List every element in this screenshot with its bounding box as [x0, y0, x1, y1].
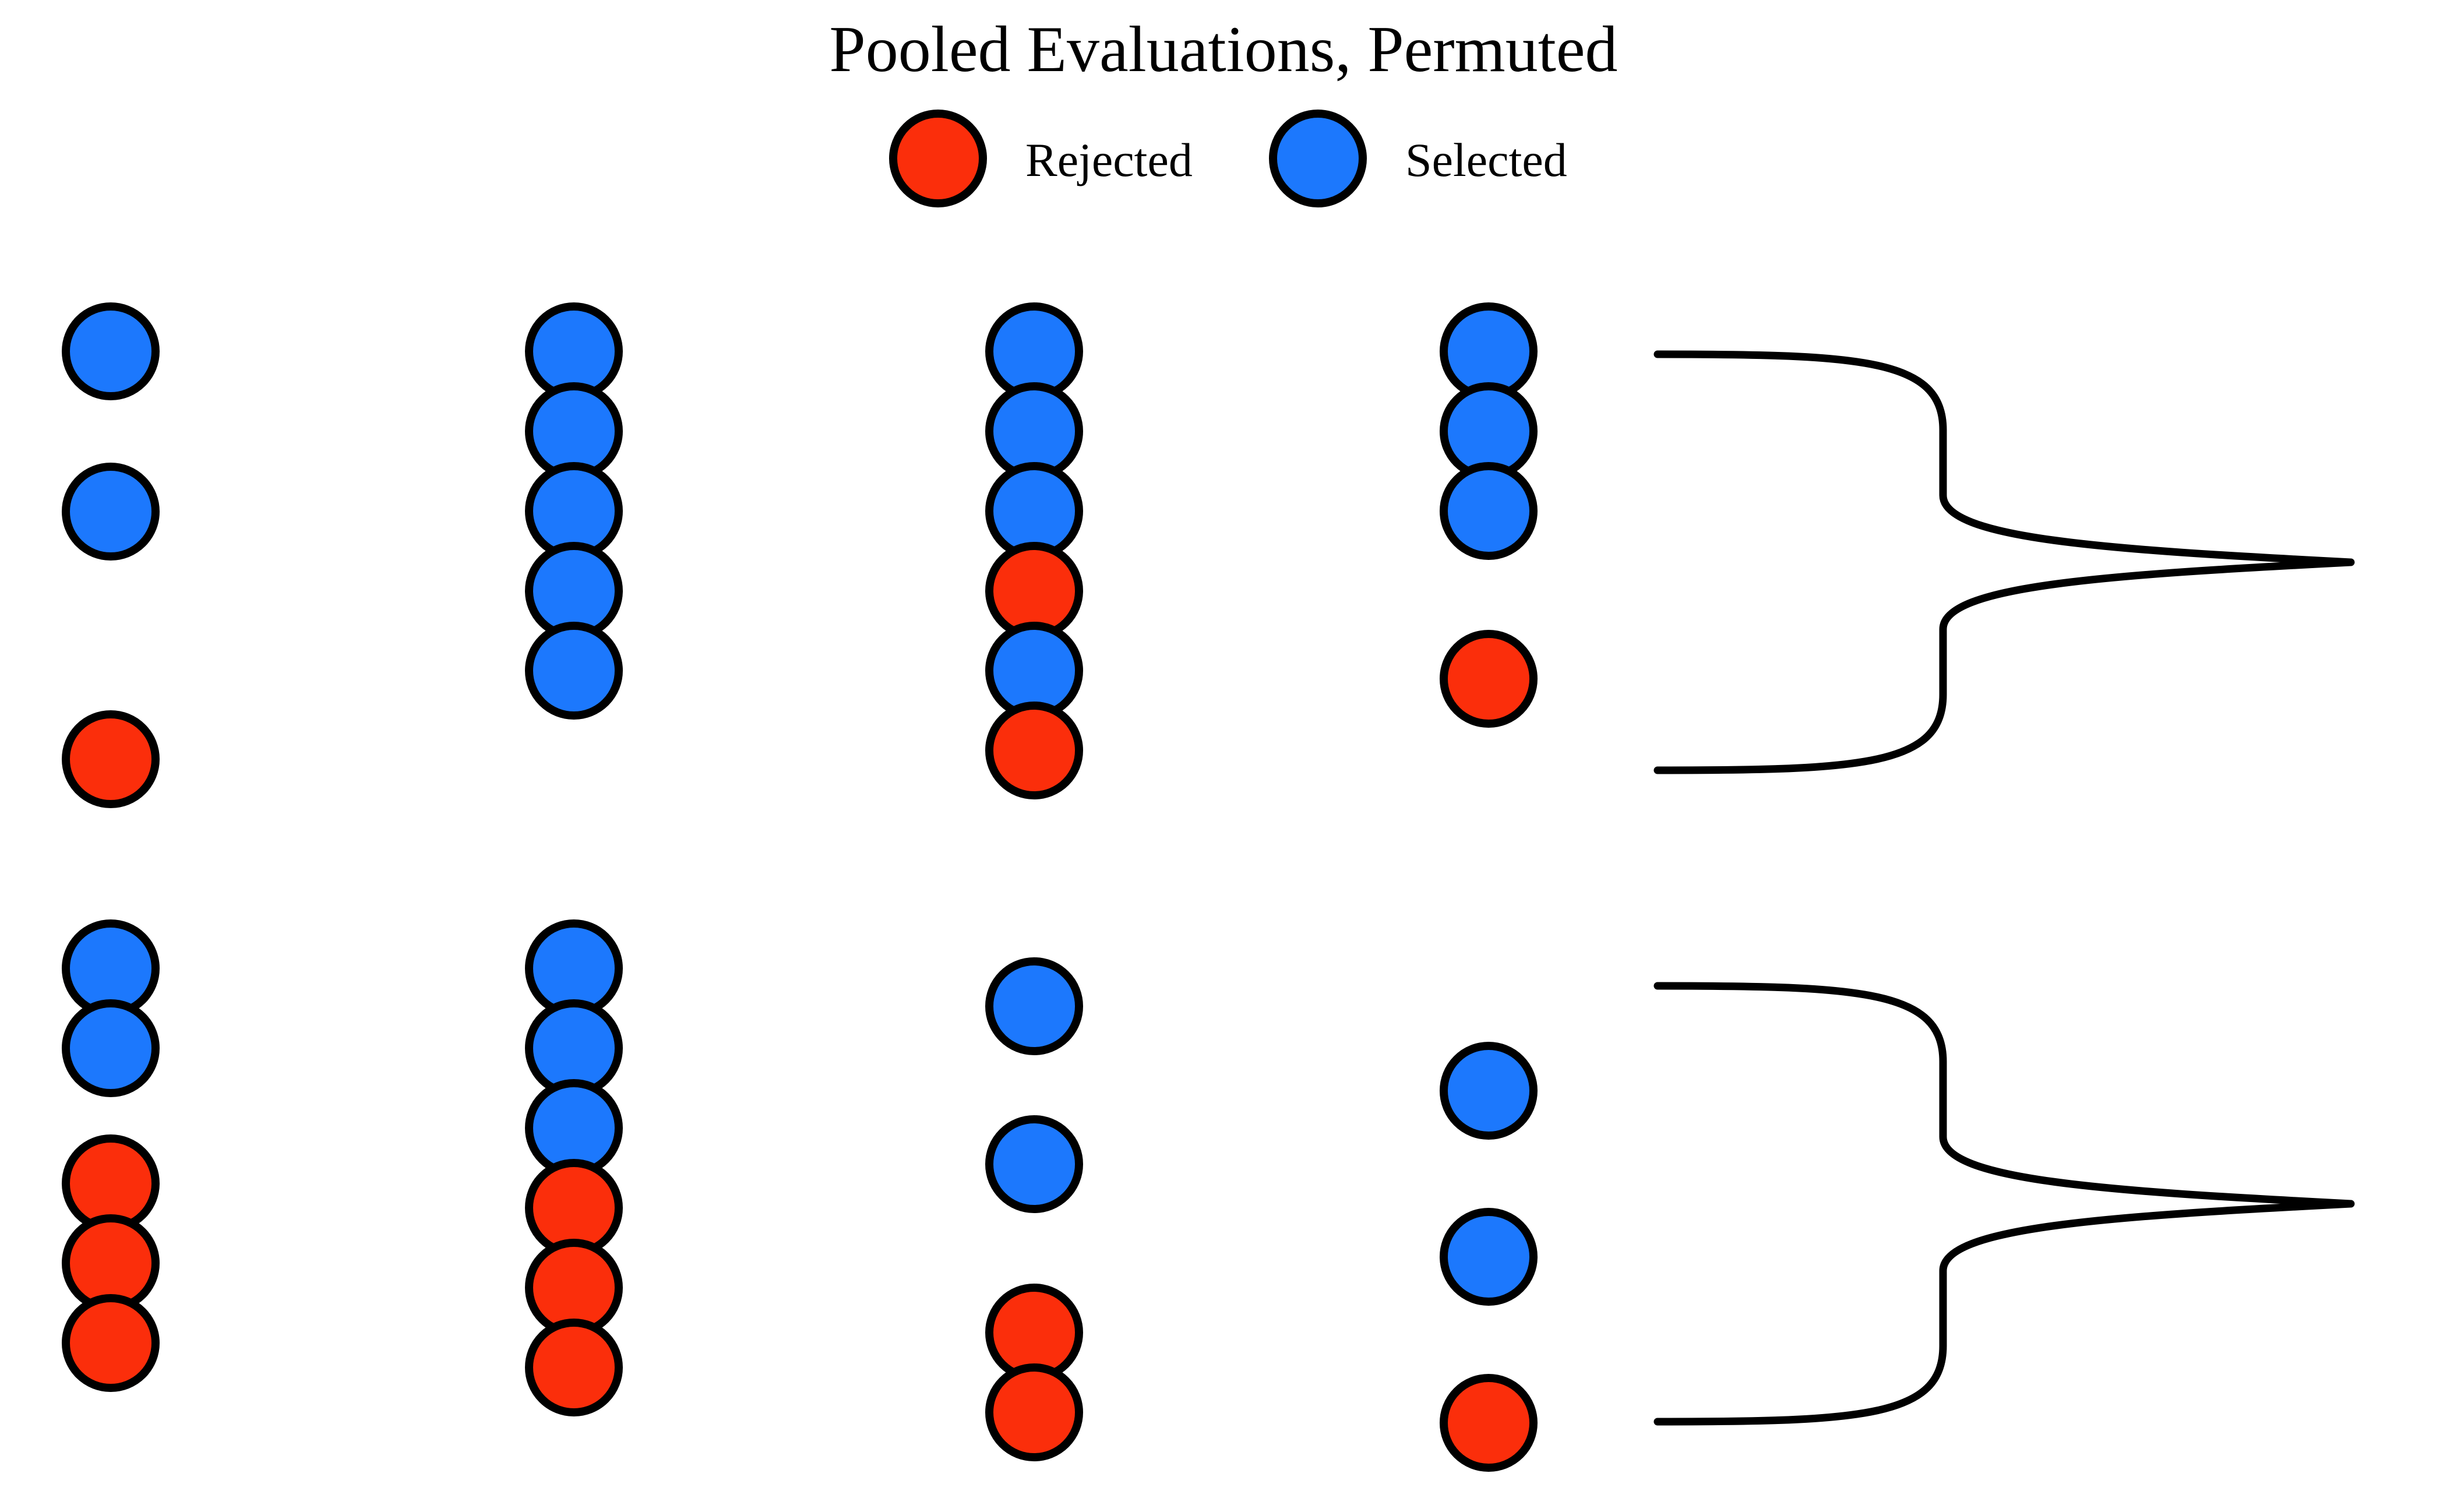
- grouping-brace: [1653, 982, 2355, 1426]
- token-circle-rejected[interactable]: [1440, 630, 1538, 728]
- token-circle-rejected[interactable]: [62, 710, 160, 808]
- token-circle-selected[interactable]: [62, 999, 160, 1097]
- legend-marker-selected: [1269, 110, 1367, 207]
- page-title: Pooled Evaluations, Permuted: [829, 13, 1617, 86]
- legend-marker-rejected: [889, 110, 987, 207]
- token-circle-selected[interactable]: [1440, 1042, 1538, 1140]
- grouping-brace: [1653, 350, 2355, 774]
- token-stack: [62, 302, 160, 808]
- token-stack: [985, 302, 1083, 799]
- token-circle-selected[interactable]: [985, 957, 1083, 1055]
- token-stack: [1440, 1042, 1538, 1472]
- token-circle-selected[interactable]: [1440, 1208, 1538, 1306]
- token-circle-rejected[interactable]: [985, 1363, 1083, 1461]
- token-circle-rejected[interactable]: [62, 1294, 160, 1392]
- plot-area: [62, 302, 2355, 1472]
- legend-label-rejected: Rejected: [1025, 133, 1193, 186]
- legend: Rejected Selected: [889, 110, 1567, 207]
- token-circle-selected[interactable]: [1440, 462, 1538, 560]
- group-top: [62, 302, 2355, 808]
- group-bottom: [62, 919, 2355, 1472]
- token-circle-selected[interactable]: [985, 1115, 1083, 1213]
- token-circle-rejected[interactable]: [985, 702, 1083, 799]
- token-stack: [62, 919, 160, 1392]
- token-circle-selected[interactable]: [62, 463, 160, 561]
- token-stack: [525, 919, 623, 1416]
- token-circle-rejected[interactable]: [525, 1319, 623, 1416]
- token-circle-selected[interactable]: [525, 622, 623, 720]
- token-stack: [985, 957, 1083, 1461]
- token-stack: [525, 302, 623, 720]
- token-circle-selected[interactable]: [62, 302, 160, 400]
- legend-label-selected: Selected: [1405, 133, 1567, 186]
- token-stack: [1440, 302, 1538, 728]
- token-circle-rejected[interactable]: [1440, 1374, 1538, 1472]
